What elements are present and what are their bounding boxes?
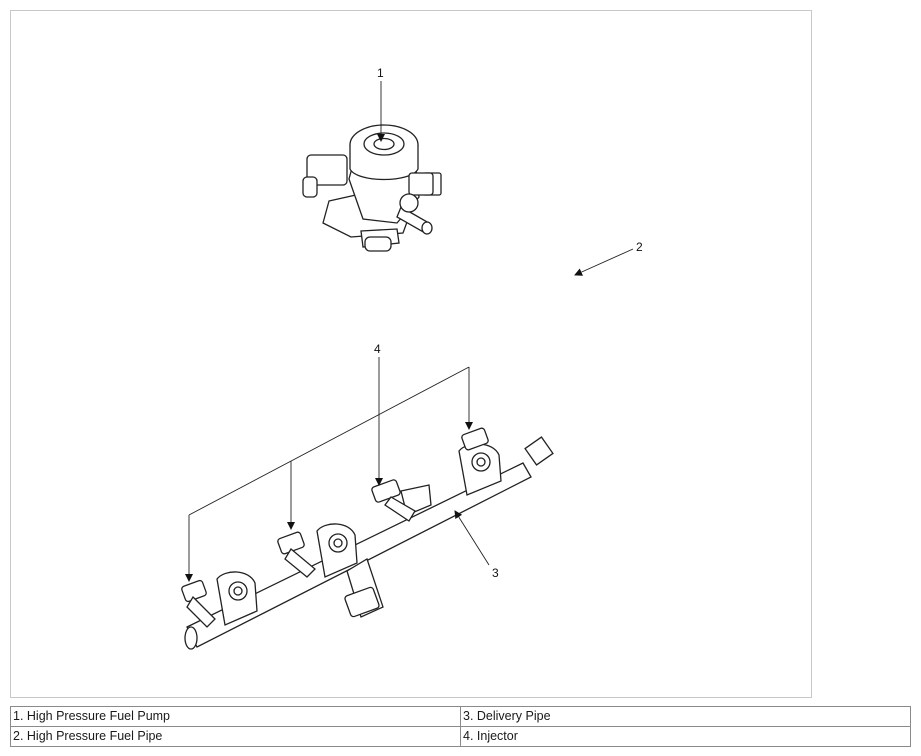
injector [461,427,489,451]
high-pressure-fuel-pipe [422,172,598,466]
legend-row: 1. High Pressure Fuel Pump 3. Delivery P… [10,706,911,727]
fuel-system-diagram: 1 2 3 4 [181,66,643,650]
injector [277,531,316,578]
delivery-pipe [184,443,532,650]
injector [181,579,216,628]
diagram-frame: 1 2 3 4 [10,10,812,698]
callout-1: 1 [377,66,384,80]
high-pressure-fuel-pump [302,124,434,252]
callout-2: 2 [636,240,643,254]
injector-cup [216,571,258,626]
legend-cell: 4. Injector [460,726,911,747]
legend-row: 2. High Pressure Fuel Pipe 4. Injector [10,726,911,747]
injector [371,479,416,522]
injector-cup [316,523,358,578]
injector-cup [458,443,502,496]
callout-3: 3 [492,566,499,580]
legend-cell: 3. Delivery Pipe [460,706,911,727]
callout-4: 4 [374,342,381,356]
leader-lines [185,81,634,582]
legend-cell: 1. High Pressure Fuel Pump [10,706,461,727]
legend-cell: 2. High Pressure Fuel Pipe [10,726,461,747]
parts-legend-table: 1. High Pressure Fuel Pump 3. Delivery P… [10,706,911,747]
